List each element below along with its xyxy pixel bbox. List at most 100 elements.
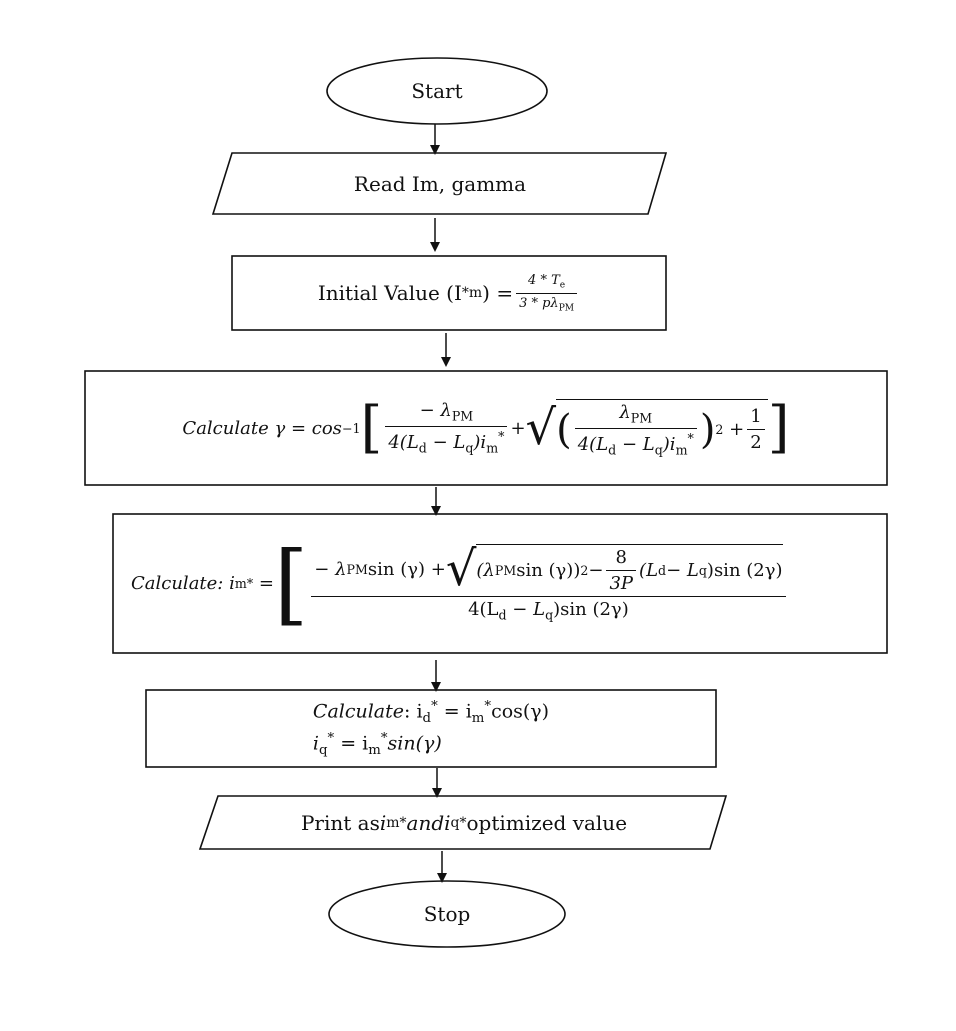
gamma-den1-m: m [486,440,499,456]
id-rhs-sub: m [471,711,485,727]
calculate-im-box [112,513,888,654]
gamma-num1: − λ [419,400,452,422]
gamma-num1-sub: PM [451,409,474,424]
stop-label: Stop [423,902,471,926]
id-sub: d [422,711,432,727]
id-cos: cos(γ) [491,700,550,723]
gamma-den2-mid: − L [616,433,655,455]
id-eq: : i [404,700,423,723]
iq-rhs-sub: m [368,742,381,758]
id-rhs-star: * [484,699,492,715]
im-lhs-sup: * [246,576,254,591]
im-den-q: q [545,607,554,623]
gamma-fraction-2: λPM 4(Ld − Lq)im* [574,401,697,458]
print-iq: i [444,810,451,835]
print-iq-sub: q [450,814,460,831]
print-post: optimized value [466,810,628,835]
gamma-half-fraction: 1 2 [747,406,765,453]
iq-line: iq* = im*sin(γ) [313,729,442,760]
im-left-bracket: [ [273,531,309,635]
iq-sin: sin(γ) [387,731,442,754]
gamma-den2-star: * [687,430,694,446]
id-rhs: = i [437,700,472,723]
im-num-a-sub: PM [346,561,368,577]
gamma-den2-m: m [675,442,688,458]
im-root-c-d: d [658,563,667,579]
calculate-gamma-box [84,370,888,486]
im-root-minus: − [588,560,604,582]
init-den: 3 * pλ [519,295,559,311]
gamma-fraction-1: − λPM 4(Ld − Lq)im* [385,400,508,456]
im-den-close: )sin (2γ) [553,599,629,621]
gamma-den1: 4(L [388,432,419,453]
gamma-den1-close: )i [473,432,487,453]
gamma-den2-close: )i [662,433,676,455]
id-line: Calculate: id* = im*cos(γ) [313,697,549,728]
print-im-star: * [399,814,407,831]
im-num-a: − λ [314,558,347,580]
print-pre: Print as [300,810,380,835]
init-num: 4 * T [528,272,560,288]
initial-value-text: Initial Value (I [317,281,462,305]
im-word: Calculate: [131,573,224,594]
im-root-pow: 2 [580,563,589,579]
gamma-den1-q: q [465,440,474,456]
iq-star: * [327,730,335,746]
initial-value-star: * [461,285,469,301]
im-root-frac-den: 3P [609,573,634,595]
print-output-parallelogram [198,795,728,850]
im-root-c-mid: − L [666,560,699,582]
gamma-right-bracket: ] [767,395,790,460]
im-num-sin: sin (γ) + [367,558,446,580]
start-terminal [326,57,548,125]
im-lhs-sub: m [234,576,247,591]
read-input-label: Read Im, gamma [353,171,527,196]
iq-lhs: i [312,731,319,754]
gamma-plus: + [510,417,526,439]
id-star: * [431,699,438,715]
im-root-c: (L [639,560,659,582]
iq-sub: q [318,742,328,758]
gamma-den1-star: * [498,429,505,444]
idq-word: Calculate [312,700,405,723]
gamma-den1-mid: − L [426,432,466,453]
initial-value-close: ) = [482,281,514,305]
print-im-sub: m [386,814,400,831]
im-den-d: d [498,607,507,623]
im-root-a-sub: PM [494,563,517,579]
start-label: Start [411,79,463,103]
im-lhs: i [229,573,235,594]
gamma-den2-d: d [608,442,617,458]
initial-value-fraction: 4 * Te 3 * pλPM [516,272,578,314]
init-num-sub: e [559,280,566,291]
iq-rhs: = i [334,731,369,754]
im-root-b: sin (γ)) [516,560,581,582]
gamma-formula: Calculate γ = cos−1 [ − λPM 4(Ld − Lq)im… [85,371,887,485]
stop-terminal [328,880,566,948]
print-im: i [379,810,387,835]
gamma-half-den: 2 [747,429,765,453]
gamma-word: Calculate [182,417,269,439]
initial-value-label: Initial Value (I*m) = 4 * Te 3 * pλPM [232,256,666,330]
gamma-den2-q: q [654,442,663,458]
calculate-id-iq-box [145,689,717,768]
gamma-num2: λ [619,401,631,423]
iq-rhs-star: * [380,730,388,746]
init-den-sub: PM [558,303,575,314]
print-and: and [406,810,445,835]
gamma-half-num: 1 [750,406,762,427]
id-iq-formula: Calculate: id* = im*cos(γ) iq* = im*sin(… [146,690,716,767]
gamma-half-plus: + [729,419,745,440]
initial-value-box [231,255,667,331]
gamma-sqrt: √ ( λPM 4(Ld − Lq)im* )2 + 1 2 [526,398,768,458]
print-iq-star: * [459,814,467,831]
im-root-a: (λ [476,560,495,582]
im-den: 4(L [468,599,499,621]
gamma-pow: 2 [715,422,724,437]
im-root-c-close: )sin (2γ) [706,560,783,582]
gamma-num2-sub: PM [630,410,653,426]
